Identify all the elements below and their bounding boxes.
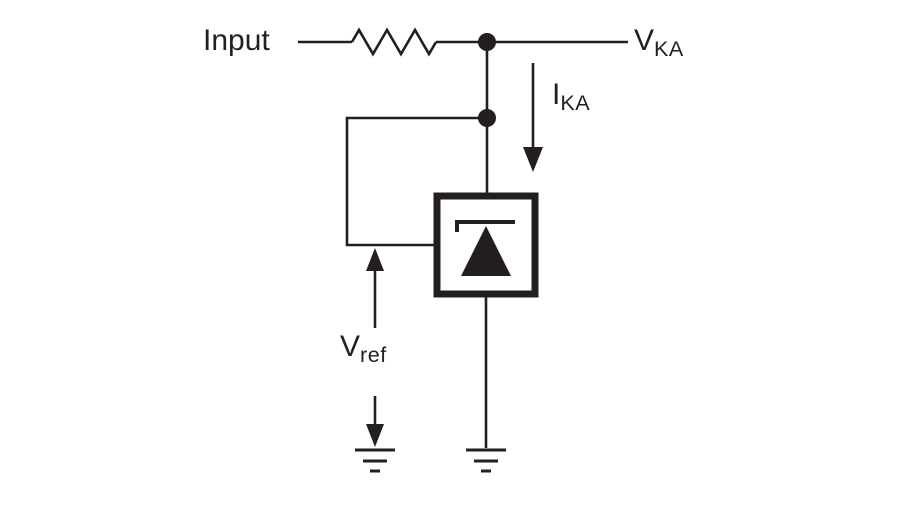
shunt-regulator-icon [455, 220, 515, 276]
input-label: Input [203, 26, 270, 56]
ika-current-arrow [523, 63, 543, 172]
vka-label: VKA [634, 26, 684, 60]
arrow-down-icon [523, 147, 543, 172]
input-label-text: Input [203, 24, 270, 57]
vka-label-sub: KA [654, 36, 684, 62]
vref-label-main: V [340, 330, 361, 363]
resistor-icon [350, 27, 438, 57]
ground-icon-right [466, 448, 506, 473]
ika-label-sub: KA [560, 90, 591, 116]
vref-label: Vref [340, 332, 387, 366]
vref-arrow-down [366, 396, 384, 447]
ground-icon-left [355, 448, 395, 473]
feedback-wire [345, 116, 487, 247]
ika-label: IKA [552, 80, 590, 114]
cathode-bar-icon [455, 220, 515, 232]
vka-label-main: V [634, 24, 655, 57]
regulator-triangle-icon [461, 226, 511, 276]
vref-label-sub: ref [360, 342, 387, 368]
arrow-down-icon [366, 424, 384, 447]
vref-arrow-up [366, 248, 384, 328]
arrow-up-icon [366, 248, 384, 271]
ika-label-main: I [552, 78, 561, 111]
